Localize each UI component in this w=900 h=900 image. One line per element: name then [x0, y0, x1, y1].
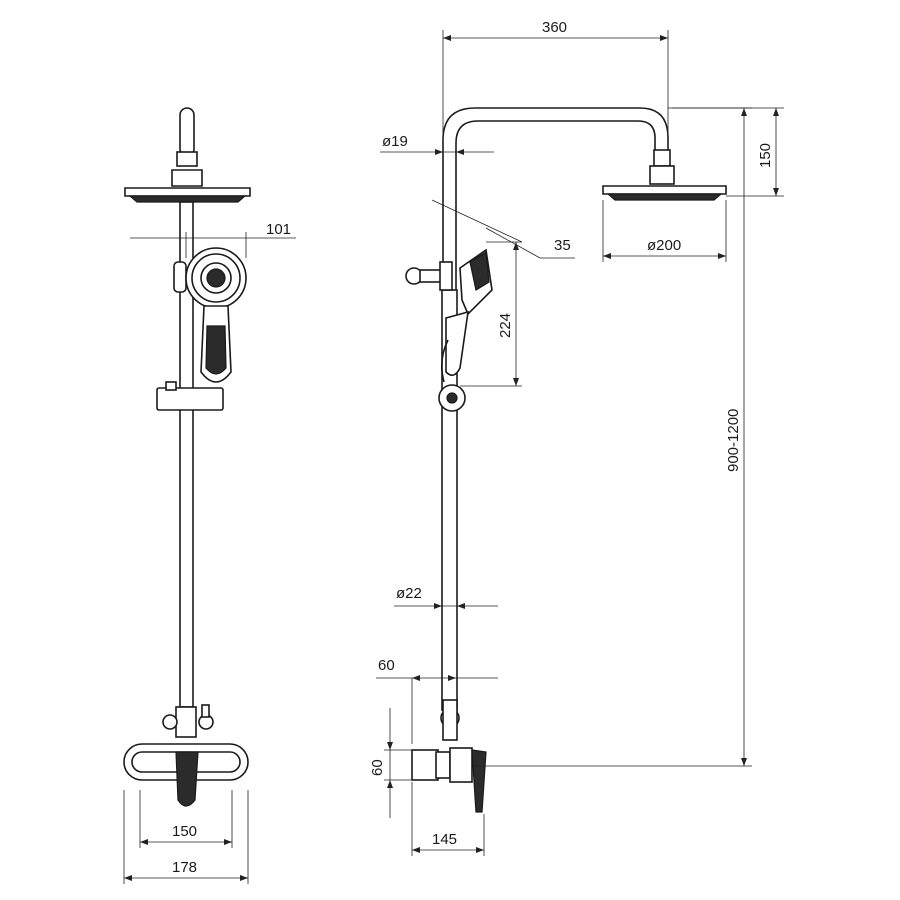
front-mixer-lever: [175, 751, 199, 807]
side-mixer-body: [411, 749, 439, 781]
dim-360-label: 360: [542, 19, 567, 36]
side-mixer-lever: [471, 749, 487, 813]
dim-178-label: 178: [172, 859, 197, 876]
side-hand-shower: [440, 248, 493, 383]
front-rain-shower-head: [171, 169, 203, 187]
dim-dia22-label: ø22: [396, 585, 422, 602]
front-slider: [156, 387, 224, 411]
front-view: [123, 107, 251, 807]
dim-dia200: ø200: [602, 200, 727, 262]
dim-150-height-label: 150: [757, 143, 774, 168]
dim-60-height: 60: [369, 708, 412, 818]
dim-60-height-label: 60: [369, 759, 386, 776]
dim-150-height: 150: [668, 107, 784, 197]
front-nut: [176, 151, 198, 167]
dim-60-offset: 60: [376, 657, 498, 744]
front-top-connector: [179, 107, 195, 157]
dim-dia200-label: ø200: [647, 237, 681, 254]
front-hand-shower: [185, 247, 247, 383]
dim-dia19: ø19: [380, 133, 494, 155]
front-diverter: [175, 706, 197, 738]
dim-101-label: 101: [266, 221, 291, 238]
dim-224: 224: [460, 241, 522, 387]
side-view: [405, 107, 727, 813]
dim-101: 101: [130, 221, 296, 258]
dim-150-width-label: 150: [172, 823, 197, 840]
dim-360: 360: [442, 19, 669, 150]
dim-145: 145: [411, 782, 485, 856]
dim-60-offset-label: 60: [378, 657, 395, 674]
front-hand-shower-holder: [173, 261, 187, 293]
dim-224-label: 224: [497, 313, 514, 338]
side-rain-shower-head: [649, 165, 675, 185]
dim-35-label: 35: [554, 237, 571, 254]
dim-150-width: 150: [139, 790, 233, 848]
dim-178: 178: [123, 790, 249, 884]
dim-35: 35: [431, 199, 575, 259]
side-shower-arm: [442, 107, 669, 360]
dim-dia19-label: ø19: [382, 133, 408, 150]
dim-900-1200-label: 900-1200: [725, 409, 742, 472]
dim-145-label: 145: [432, 831, 457, 848]
dim-900-1200: 900-1200: [472, 107, 752, 767]
dim-dia22: ø22: [394, 585, 498, 609]
